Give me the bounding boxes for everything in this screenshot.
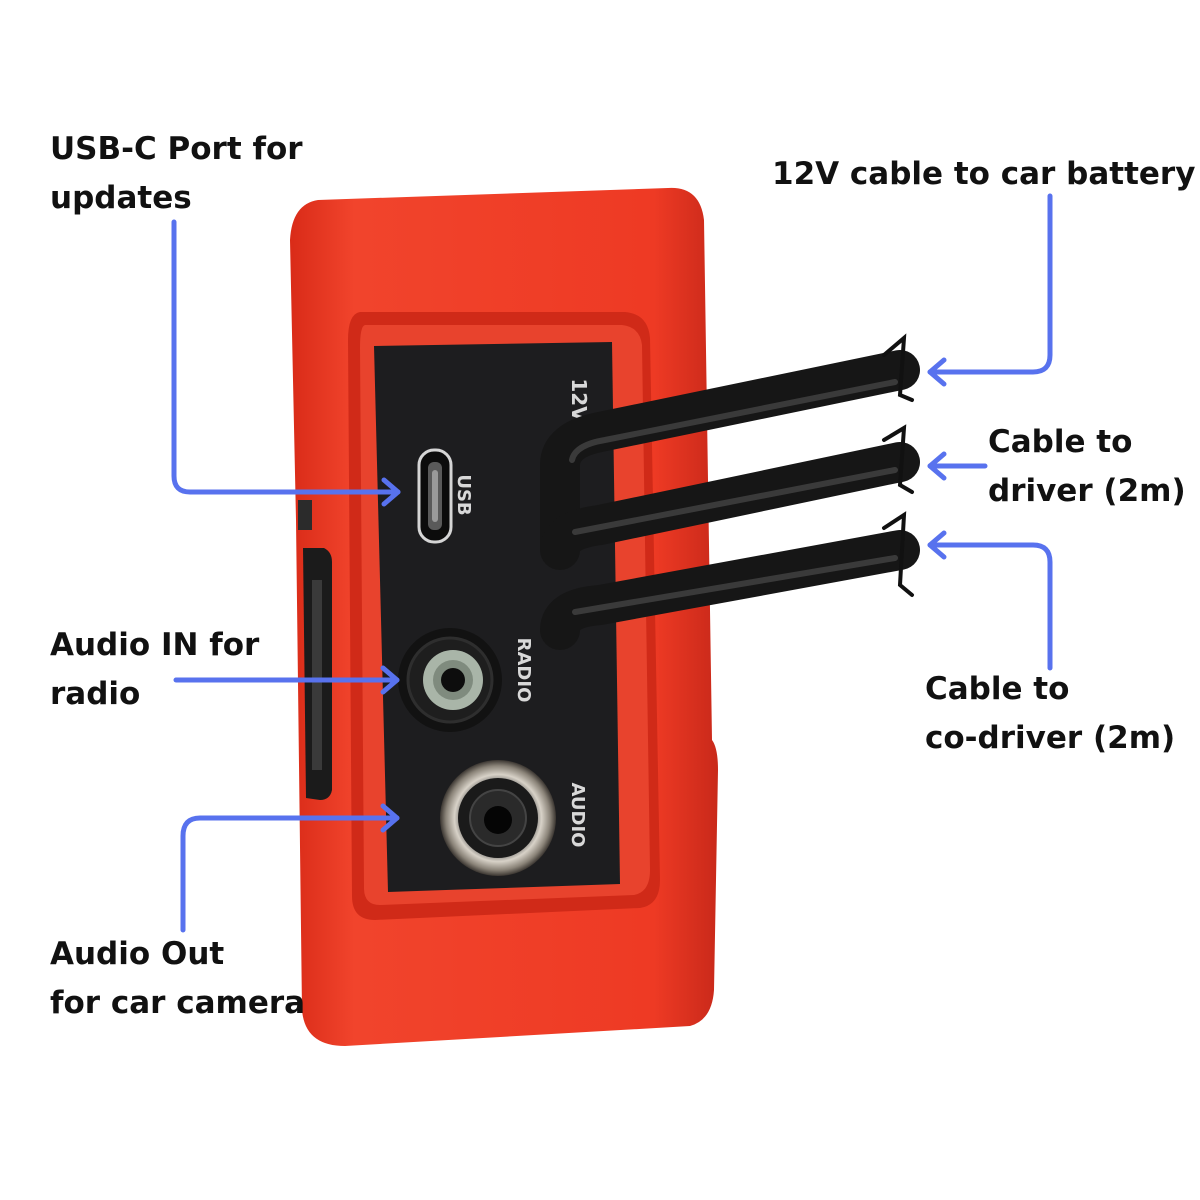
panel-label-radio: RADIO: [513, 638, 534, 703]
cable-12v: [540, 350, 920, 565]
cable-break-icon: [882, 333, 914, 597]
arrow-audio-out: [180, 815, 400, 933]
callout-codriver-cable: Cable to co-driver (2m): [925, 665, 1175, 763]
arrow-icon: [927, 451, 947, 481]
callout-driver-line2: driver (2m): [988, 473, 1186, 509]
callout-audio-out-line1: Audio Out: [50, 936, 225, 972]
cables: [540, 350, 920, 650]
callout-audio-in-line2: radio: [50, 676, 141, 712]
callout-usb-line2: updates: [50, 180, 192, 216]
arrow-icon: [381, 477, 401, 507]
callout-usb-c-port: USB-C Port for updates: [50, 125, 303, 223]
sd-card-slot: [298, 500, 332, 800]
callout-driver-line1: Cable to: [988, 424, 1133, 460]
panel-label-usb: USB: [453, 474, 474, 515]
callout-12v-line1: 12V cable to car battery: [772, 156, 1196, 192]
arrow-12v: [927, 193, 1053, 375]
callout-codriver-line2: co-driver (2m): [925, 720, 1176, 756]
callout-audio-out-line2: for car camera: [50, 985, 306, 1021]
usb-c-port-icon: [417, 448, 453, 544]
callout-usb-line1: USB-C Port for: [50, 131, 303, 167]
arrow-icon: [380, 665, 400, 695]
rca-jack-icon: [440, 760, 556, 876]
callout-audio-in: Audio IN for radio: [50, 621, 259, 719]
arrow-codriver: [927, 542, 1053, 671]
callout-12v-battery: 12V cable to car battery: [772, 150, 1195, 199]
arrows: [171, 193, 1053, 933]
callout-driver-cable: Cable to driver (2m): [988, 418, 1186, 516]
arrow-icon: [927, 530, 947, 560]
audio-jack-icon: [398, 628, 502, 732]
callout-codriver-line1: Cable to: [925, 671, 1070, 707]
arrow-icon: [380, 803, 400, 833]
panel-label-audio: AUDIO: [567, 783, 588, 848]
arrow-icon: [927, 357, 947, 387]
arrow-usb: [171, 219, 401, 495]
callout-audio-out: Audio Out for car camera: [50, 930, 305, 1028]
callout-audio-in-line1: Audio IN for: [50, 627, 260, 663]
